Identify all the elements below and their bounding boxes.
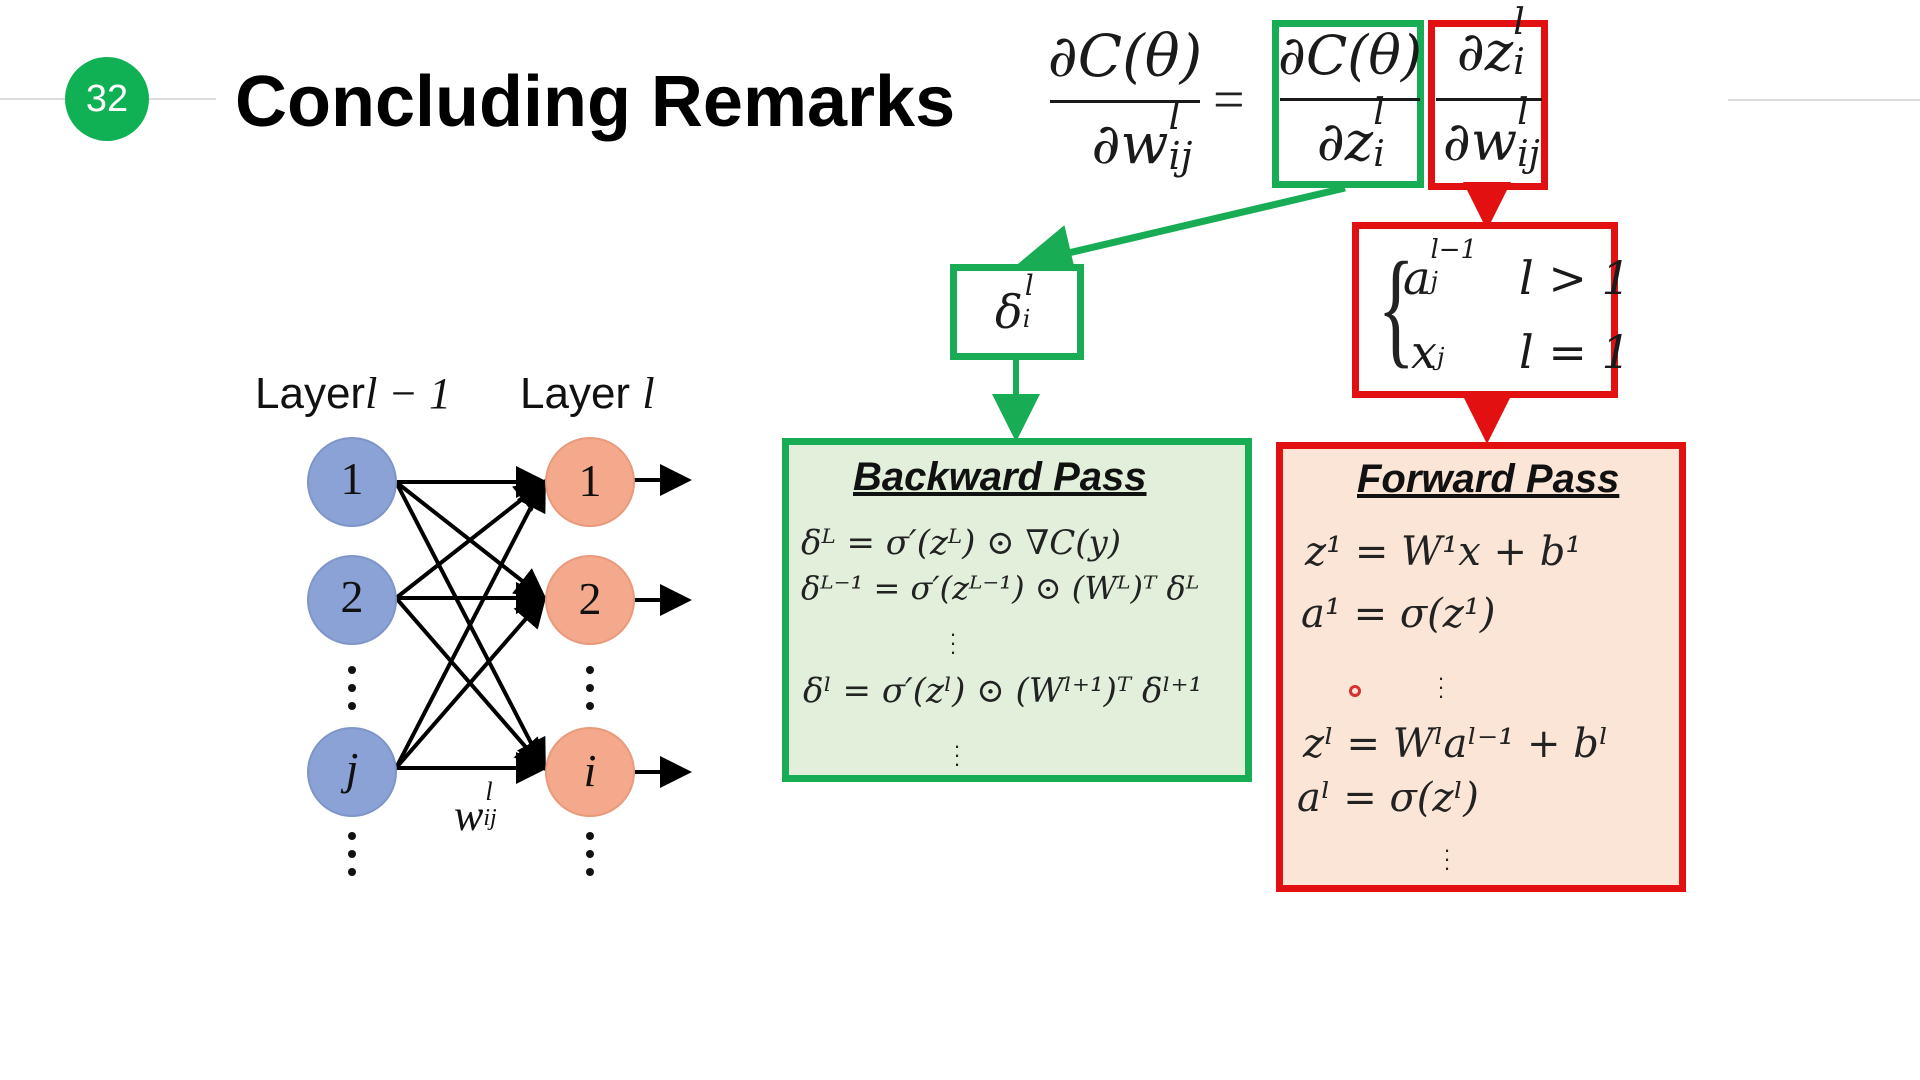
right-node-i-label: i [583, 745, 597, 796]
ellipsis-dot [348, 850, 356, 858]
right-node-1-label: 1 [578, 455, 602, 506]
ellipsis-dot [586, 684, 594, 692]
forward-ellipsis-2: ··· [1443, 837, 1451, 880]
forward-eq-2: a¹ = σ(z¹) [1301, 591, 1496, 637]
backward-eq-3: δˡ = σ′(zˡ) ⊙ (Wˡ⁺¹)ᵀ δˡ⁺¹ [803, 671, 1203, 711]
left-node-2 [307, 555, 397, 645]
ellipsis-dot [348, 832, 356, 840]
lhs-numerator: ∂C(θ) [1047, 22, 1203, 90]
network-edges [394, 464, 692, 788]
forward-eq-4: aˡ = σ(zˡ) [1297, 775, 1479, 821]
slide-number-badge: 32 [65, 57, 149, 141]
left-node-j [307, 727, 397, 817]
header-rule-right [1728, 99, 1920, 101]
backward-eq-1: δᴸ = σ′(zᴸ) ⊙ ∇C(y) [801, 523, 1121, 563]
ellipsis-dot [348, 684, 356, 692]
edge-j-1 [394, 478, 546, 769]
right-node-1 [545, 437, 635, 527]
right-node-i [545, 727, 635, 817]
term1-numerator: ∂C(θ) [1278, 24, 1422, 87]
ellipsis-dot [586, 832, 594, 840]
green-term-box [1272, 20, 1424, 188]
backward-pass-title: Backward Pass [853, 455, 1147, 499]
forward-eq-3: zˡ = Wˡaˡ⁻¹ + bˡ [1303, 721, 1609, 767]
left-node-1 [307, 437, 397, 527]
left-node-j-label: j [345, 743, 359, 794]
forward-eq-1: z¹ = W¹x + b¹ [1305, 529, 1582, 575]
forward-pass-panel: Forward Pass z¹ = W¹x + b¹ a¹ = σ(z¹) ··… [1276, 442, 1686, 892]
ellipsis-dot [586, 868, 594, 876]
backward-pass-panel: Backward Pass δᴸ = σ′(zᴸ) ⊙ ∇C(y) δᴸ⁻¹ =… [782, 438, 1252, 782]
backward-ellipsis-2: ··· [953, 733, 961, 776]
ellipsis-dot [586, 850, 594, 858]
green-arrow-to-delta [1016, 184, 1346, 280]
left-layer-nodes [307, 437, 397, 817]
cases-row1-cond: l > 1 [1519, 251, 1631, 305]
equals-sign: = [1213, 69, 1245, 131]
backward-ellipsis-1: ··· [949, 621, 957, 664]
vertical-ellipses [348, 666, 594, 876]
ellipsis-dot [348, 666, 356, 674]
forward-ellipsis-1: ··· [1437, 665, 1445, 708]
layer-l-minus-1-label: Layerl − 1 [255, 369, 451, 418]
ellipsis-dot [586, 666, 594, 674]
ellipsis-dot [348, 868, 356, 876]
layer-l-label: Layer l [520, 369, 655, 418]
left-node-1-label: 1 [340, 453, 364, 504]
lhs-fraction-bar [1050, 100, 1200, 103]
cursor-marker [1349, 685, 1361, 697]
edge-j-2 [394, 594, 547, 770]
slide-title: Concluding Remarks [235, 62, 956, 142]
term1-fraction-bar [1280, 98, 1420, 101]
cases-brace: { [1377, 236, 1415, 380]
right-node-2-label: 2 [578, 573, 602, 624]
ellipsis-dot [348, 702, 356, 710]
term2-fraction-bar [1436, 98, 1542, 101]
backward-eq-2: δᴸ⁻¹ = σ′(zᴸ⁻¹) ⊙ (Wᴸ)ᵀ δᴸ [801, 569, 1200, 607]
cases-row2-cond: l = 1 [1519, 325, 1631, 379]
right-layer-nodes [545, 437, 635, 817]
right-node-2 [545, 555, 635, 645]
left-node-2-label: 2 [340, 571, 364, 622]
ellipsis-dot [586, 702, 594, 710]
forward-pass-title: Forward Pass [1357, 457, 1620, 501]
